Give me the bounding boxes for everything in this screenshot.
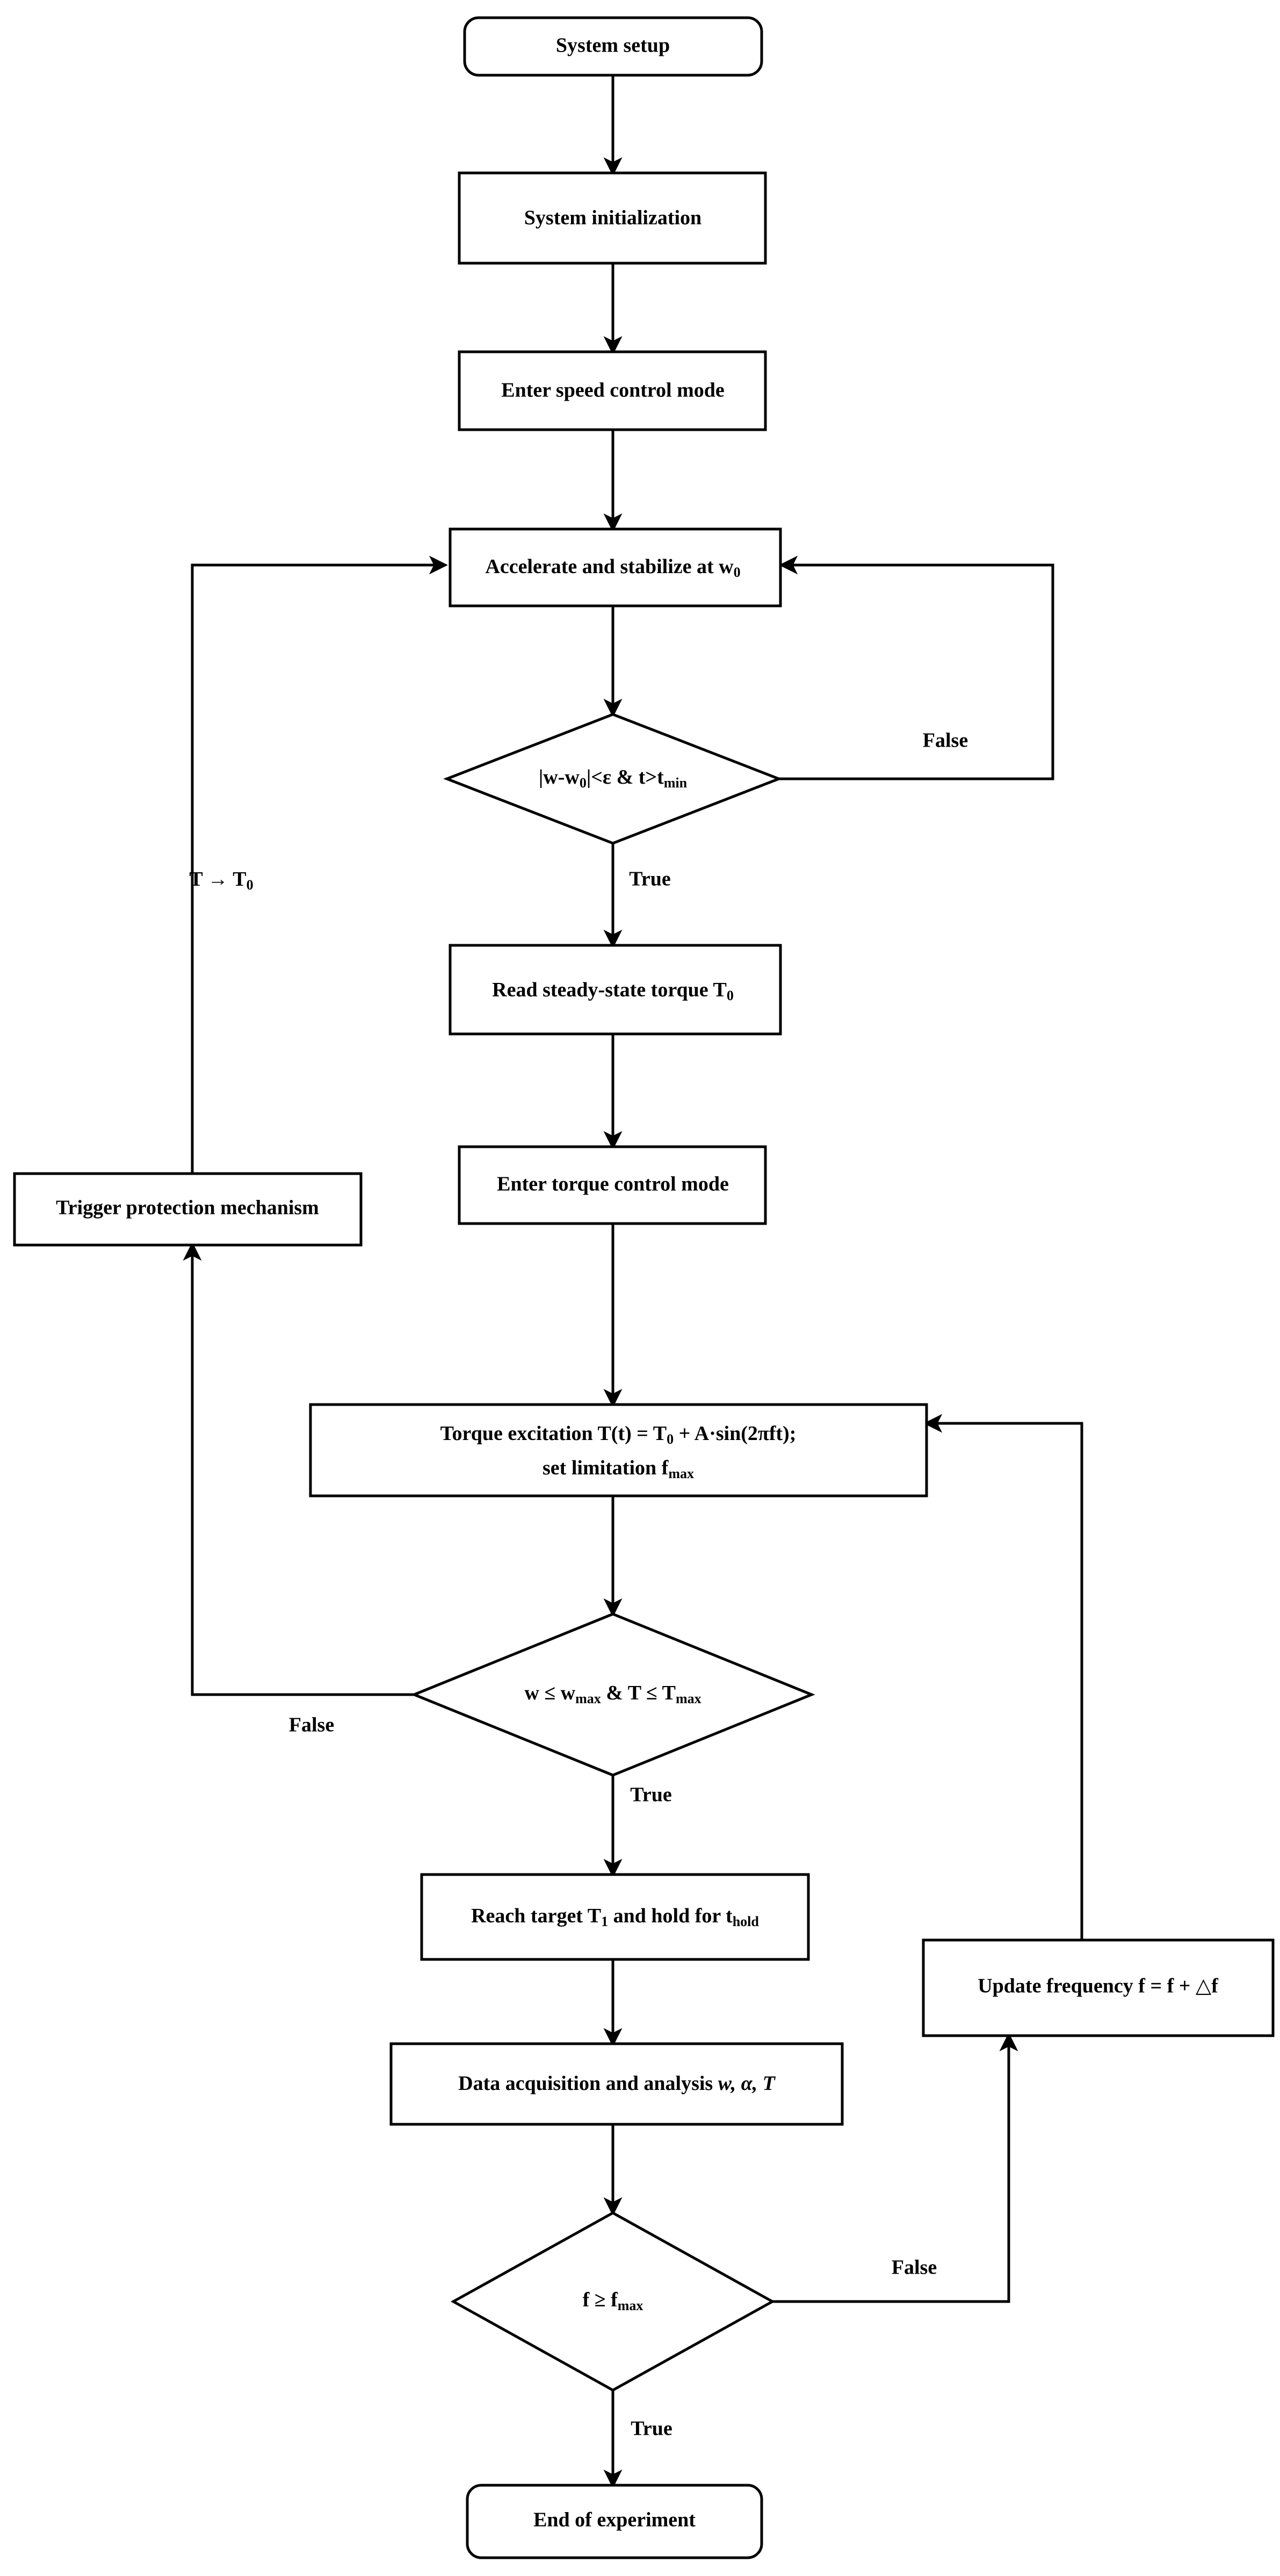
node-torque-excitation[interactable]: Torque excitation T(t) = T0 + A·sin(2πft… (309, 1403, 928, 1497)
connector-decision-freq-false-loop (772, 2032, 1018, 2303)
trigger-protection-shape (13, 1172, 363, 1247)
edge-label-speed-true: True (629, 868, 670, 891)
node-end-experiment[interactable]: End of experiment (466, 2484, 763, 2559)
edge-label-limits-true: True (630, 1784, 671, 1806)
node-read-steady-torque[interactable]: Read steady-state torque T0 (449, 944, 782, 1036)
enter-speed-control-label: Enter speed control mode (501, 379, 725, 402)
reach-target-shape (420, 1873, 810, 1961)
data-acquisition-label: Data acquisition and analysis w, α, T (458, 2072, 776, 2095)
system-setup-label: System setup (556, 34, 670, 57)
node-decision-limits[interactable]: w ≤ wmax & T ≤ Tmax (410, 1612, 815, 1777)
node-decision-speed[interactable]: |w-w0|<ε & t>tmin (443, 713, 783, 845)
connector-decision-speed-false-loop (779, 555, 1054, 780)
update-frequency-shape (922, 1938, 1275, 2037)
edge-label-torque-return: T → T0 (189, 868, 253, 893)
connector-update-freq-to-excitation (923, 1414, 1083, 1940)
torque-excitation-line1: Torque excitation T(t) = T0 + A·sin(2πft… (440, 1422, 797, 1447)
node-system-setup[interactable]: System setup (463, 16, 763, 77)
node-accelerate-stabilize[interactable]: Accelerate and stabilize at w0 (449, 527, 782, 607)
decision-speed-shape (443, 713, 783, 845)
node-trigger-protection[interactable]: Trigger protection mechanism (13, 1172, 363, 1247)
accelerate-stabilize-shape (449, 527, 782, 607)
edge-label-freq-true: True (631, 2418, 672, 2440)
system-initialization-shape (458, 171, 767, 265)
system-initialization-label: System initialization (524, 207, 702, 229)
edge-label-freq-false: False (892, 2256, 937, 2279)
read-steady-torque-shape (449, 944, 782, 1036)
enter-speed-control-shape (458, 350, 767, 431)
data-acquisition-shape (389, 2042, 844, 2126)
decision-speed-label: |w-w0|<ε & t>tmin (539, 766, 688, 791)
node-system-initialization[interactable]: System initialization (458, 171, 767, 265)
connector-decision-limits-false-loop (183, 1242, 463, 1696)
end-experiment-label: End of experiment (533, 2509, 696, 2531)
torque-excitation-shape (309, 1403, 928, 1497)
end-experiment-shape (466, 2484, 763, 2559)
decision-limits-shape (410, 1612, 815, 1777)
connector-trigger-to-accelerate (191, 555, 448, 1174)
edge-label-limits-false: False (289, 1714, 334, 1736)
torque-excitation-line2: set limitation fmax (543, 1457, 694, 1481)
decision-freq-shape (450, 2211, 776, 2392)
update-frequency-label: Update frequency f = f + △f (978, 1975, 1219, 1998)
trigger-protection-label: Trigger protection mechanism (56, 1197, 319, 1219)
node-enter-torque-control[interactable]: Enter torque control mode (458, 1145, 767, 1225)
edge-label-speed-false: False (923, 729, 968, 752)
node-enter-speed-control[interactable]: Enter speed control mode (458, 350, 767, 431)
system-setup-shape (463, 16, 763, 77)
enter-torque-control-shape (458, 1145, 767, 1225)
decision-limits-label: w ≤ wmax & T ≤ Tmax (524, 1682, 701, 1706)
enter-torque-control-label: Enter torque control mode (497, 1173, 729, 1196)
node-update-frequency[interactable]: Update frequency f = f + △f (922, 1938, 1275, 2037)
node-reach-target[interactable]: Reach target T1 and hold for thold (420, 1873, 810, 1961)
node-data-acquisition[interactable]: Data acquisition and analysis w, α, T (389, 2042, 844, 2126)
node-decision-freq[interactable]: f ≥ fmax (450, 2211, 776, 2392)
accelerate-stabilize-label: Accelerate and stabilize at w0 (485, 555, 740, 580)
reach-target-label: Reach target T1 and hold for thold (471, 1905, 759, 1929)
read-steady-torque-label: Read steady-state torque T0 (492, 979, 734, 1003)
decision-freq-label: f ≥ fmax (583, 2289, 643, 2313)
